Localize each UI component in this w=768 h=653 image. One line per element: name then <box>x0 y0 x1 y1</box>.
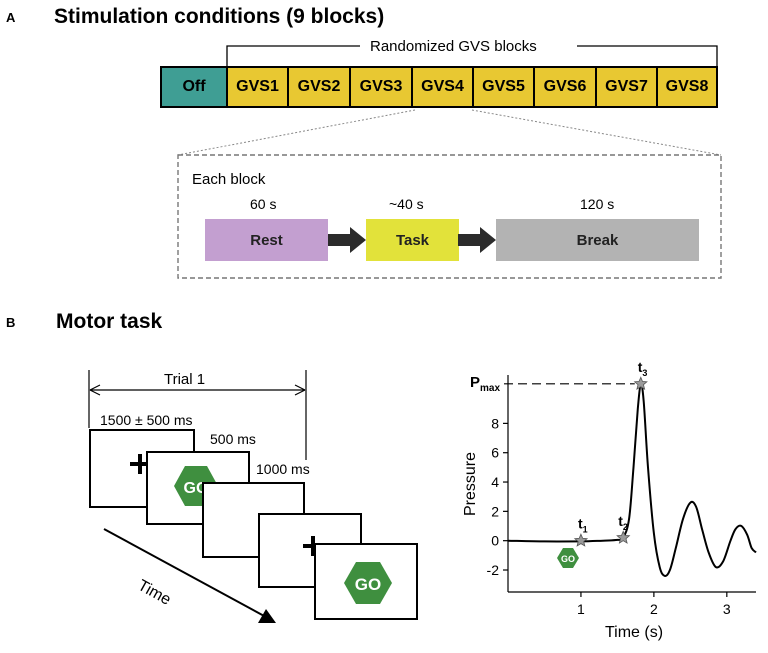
task-segment: Task <box>366 219 459 261</box>
trial-label: Trial 1 <box>164 371 206 388</box>
time-marker-label: t2 <box>618 513 628 532</box>
go-hexagon-icon: GO <box>344 562 392 604</box>
pmax-label: Pmax <box>470 374 500 394</box>
y-tick-label: 8 <box>491 415 499 431</box>
block-gvs3: GVS3 <box>349 66 413 108</box>
svg-text:GO: GO <box>561 554 575 564</box>
time-marker-label: t3 <box>638 359 648 378</box>
block-off: Off <box>160 66 228 108</box>
block-gvs4: GVS4 <box>411 66 474 108</box>
block-gvs2: GVS2 <box>287 66 351 108</box>
panel-b-title: Motor task <box>56 310 163 333</box>
y-axis-label: Pressure <box>462 452 479 516</box>
screen-go-2: GO <box>314 543 418 620</box>
block-gvs7: GVS7 <box>595 66 658 108</box>
each-block-title: Each block <box>192 171 266 188</box>
go-marker-icon: GO <box>557 548 579 568</box>
pressure-chart: -2 0 2 4 6 8 1 2 3 Pmax t1 t2 t3 GO Pressure Time… <box>462 359 757 641</box>
pressure-curve <box>507 382 757 577</box>
timing-go: 500 ms <box>210 431 256 447</box>
panel-a-letter: A <box>6 10 16 25</box>
time-marker-label: t1 <box>578 516 588 535</box>
star-marker-icon <box>633 376 648 390</box>
y-tick-label: 4 <box>491 474 499 490</box>
rest-segment: Rest <box>205 219 328 261</box>
star-marker-icon <box>573 533 589 547</box>
timing-fixation: 1500 ± 500 ms <box>100 412 193 428</box>
block-gvs8: GVS8 <box>656 66 718 108</box>
panel-a-title: Stimulation conditions (9 blocks) <box>54 5 385 28</box>
block-gvs1: GVS1 <box>226 66 289 108</box>
break-segment: Break <box>496 219 699 261</box>
x-tick-label: 1 <box>577 601 585 617</box>
arrow-right-icon <box>328 227 366 253</box>
x-tick-label: 3 <box>723 601 731 617</box>
time-arrow <box>103 528 276 623</box>
y-tick-label: -2 <box>487 562 500 578</box>
panel-b-letter: B <box>6 315 16 330</box>
task-duration: ~40 s <box>389 196 424 212</box>
y-tick-label: 6 <box>491 445 499 461</box>
x-axis-label: Time (s) <box>605 624 663 641</box>
y-tick-label: 0 <box>491 533 499 549</box>
panel-a-lines <box>177 45 722 279</box>
arrow-right-icon <box>458 227 496 253</box>
trial-bracket <box>88 370 307 460</box>
rest-duration: 60 s <box>250 196 277 212</box>
star-marker-icon <box>616 530 631 544</box>
break-duration: 120 s <box>580 196 615 212</box>
x-tick-label: 2 <box>650 601 658 617</box>
timing-response: 1000 ms <box>256 461 310 477</box>
go-text: GO <box>355 575 381 594</box>
randomized-label: Randomized GVS blocks <box>370 38 537 55</box>
block-gvs6: GVS6 <box>533 66 597 108</box>
y-tick-label: 2 <box>491 503 499 519</box>
block-gvs5: GVS5 <box>472 66 535 108</box>
